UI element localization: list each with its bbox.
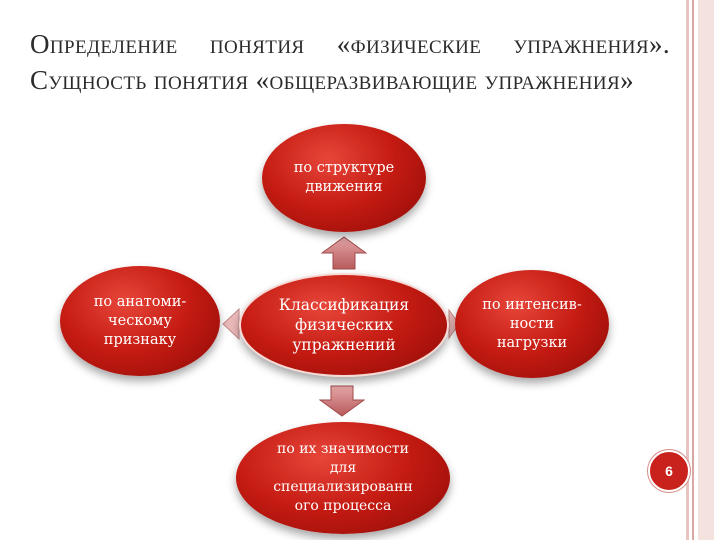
node-by-load-intensity: по интенсив- ности нагрузки (455, 270, 609, 378)
node-text-line: по интенсив- (482, 296, 582, 313)
node-text-line: ого процесса (294, 498, 392, 514)
arrow-right-icon (448, 308, 460, 340)
node-text-line: нагрузки (496, 334, 568, 351)
decor-rule-2 (692, 0, 694, 540)
node-by-significance: по их значимости для специализированн ог… (236, 422, 450, 534)
node-text-line: ности (509, 315, 555, 332)
node-text-line: физических (294, 316, 394, 334)
arrow-up-icon (321, 236, 367, 270)
node-text-line: движения (305, 179, 383, 195)
node-text-line: по их значимости (276, 441, 410, 457)
node-text-line: по структуре (293, 160, 395, 176)
node-text-line: Классификация (278, 296, 410, 314)
node-text-line: ческому (108, 312, 172, 329)
decor-rule-3 (698, 0, 714, 540)
node-by-movement-structure: по структуре движения (262, 124, 426, 232)
node-text-line: по анатоми- (93, 293, 187, 310)
decor-rule-1 (686, 0, 689, 540)
arrow-left-icon (222, 307, 240, 341)
title-line-2: Сущность понятия «общеразвивающие упражн… (30, 65, 634, 95)
arrow-down-icon (319, 385, 365, 417)
node-text-line: для (329, 460, 357, 476)
node-by-anatomical-feature: по анатоми- ческому признаку (60, 266, 220, 376)
node-text-line: упражнений (292, 336, 396, 354)
node-classification-center: Классификация физических упражнений (239, 273, 449, 377)
node-text-line: специализированн (273, 479, 413, 495)
page-number-badge: 6 (648, 450, 690, 492)
node-text-line: признаку (103, 331, 177, 348)
title-line-1: Определение понятия «физические упражнен… (30, 29, 670, 59)
slide-title: Определение понятия «физические упражнен… (30, 26, 670, 98)
